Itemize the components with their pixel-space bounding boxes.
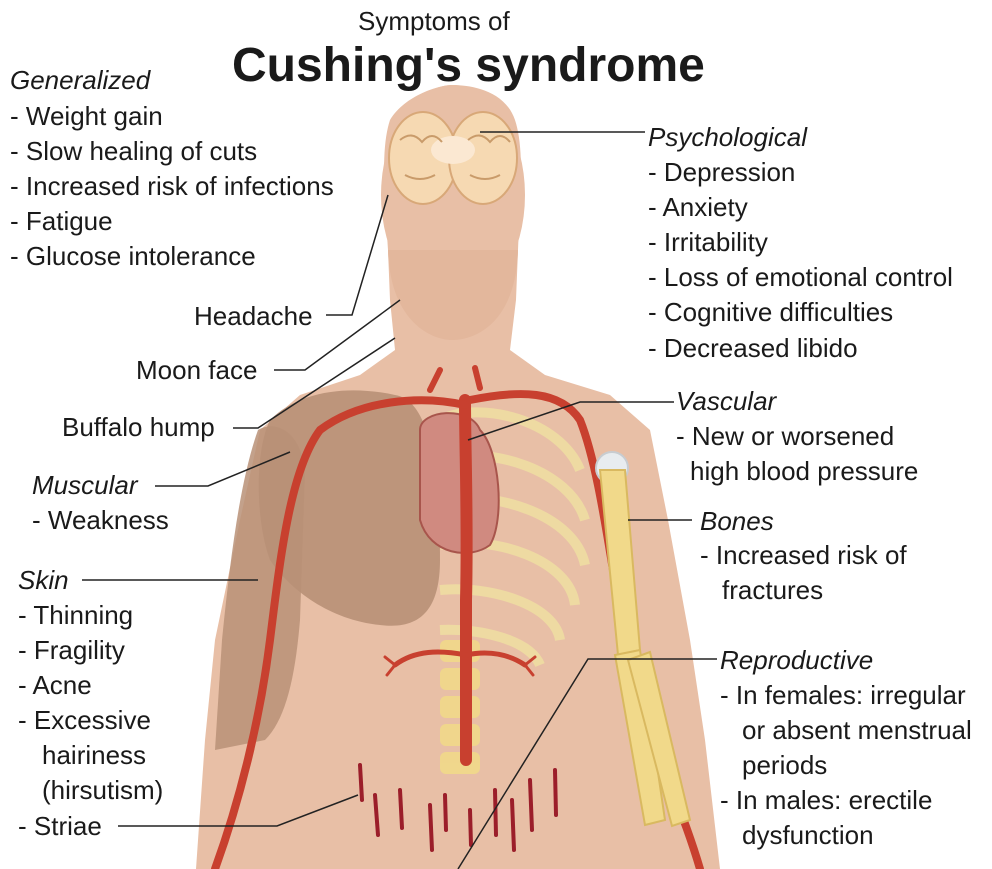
reproductive-item: - In females: irregular xyxy=(720,680,966,710)
label-headache: Headache xyxy=(194,301,313,331)
vascular-heading: Vascular xyxy=(676,386,776,416)
generalized-item: - Fatigue xyxy=(10,206,113,236)
title-subtitle: Symptoms of xyxy=(358,6,510,36)
muscular-item: - Weakness xyxy=(32,505,169,535)
reproductive-heading: Reproductive xyxy=(720,645,873,675)
skin-item: - Thinning xyxy=(18,600,133,630)
label-buffalo-hump: Buffalo hump xyxy=(62,412,215,442)
psychological-item: - Cognitive difficulties xyxy=(648,297,893,327)
generalized-heading: Generalized xyxy=(10,65,150,95)
psychological-heading: Psychological xyxy=(648,122,807,152)
skin-item: hairiness xyxy=(42,740,146,770)
psychological-item: - Depression xyxy=(648,157,795,187)
psychological-item: - Irritability xyxy=(648,227,768,257)
reproductive-item: or absent menstrual xyxy=(742,715,972,745)
reproductive-item: periods xyxy=(742,750,827,780)
leader-headache xyxy=(326,195,388,315)
skin-item: - Fragility xyxy=(18,635,125,665)
reproductive-item: dysfunction xyxy=(742,820,874,850)
bones-item: fractures xyxy=(722,575,823,605)
skin-item: - Excessive xyxy=(18,705,151,735)
vascular-item: - New or worsened xyxy=(676,421,894,451)
label-moon-face: Moon face xyxy=(136,355,257,385)
generalized-item: - Weight gain xyxy=(10,101,163,131)
skin-item: - Acne xyxy=(18,670,92,700)
skin-item: (hirsutism) xyxy=(42,775,163,805)
generalized-item: - Slow healing of cuts xyxy=(10,136,257,166)
reproductive-item: - In males: erectile xyxy=(720,785,932,815)
psychological-item: - Decreased libido xyxy=(648,333,858,363)
page-title: Cushing's syndrome xyxy=(232,40,705,92)
bones-heading: Bones xyxy=(700,506,774,536)
skin-item: - Striae xyxy=(18,811,102,841)
psychological-item: - Anxiety xyxy=(648,192,748,222)
psychological-item: - Loss of emotional control xyxy=(648,262,953,292)
bones-item: - Increased risk of xyxy=(700,540,907,570)
skin-heading: Skin xyxy=(18,565,69,595)
generalized-item: - Glucose intolerance xyxy=(10,241,256,271)
vascular-item: high blood pressure xyxy=(690,456,918,486)
muscular-heading: Muscular xyxy=(32,470,137,500)
generalized-item: - Increased risk of infections xyxy=(10,171,334,201)
